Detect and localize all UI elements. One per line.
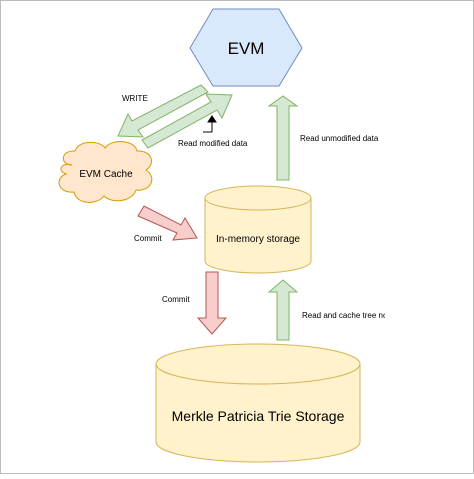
evm-label: EVM	[228, 39, 265, 58]
read-modified-connector	[203, 115, 217, 133]
commit-memory-label: Commit	[162, 295, 190, 304]
mpt-storage-top	[155, 343, 361, 385]
mpt-storage-body	[155, 364, 361, 463]
mpt-storage-node[interactable]: Merkle Patricia Trie Storage	[155, 343, 361, 463]
in-memory-storage-label: In-memory storage	[216, 234, 300, 245]
mpt-storage-label: Merkle Patricia Trie Storage	[172, 408, 345, 424]
read-modified-label: Read modified data	[178, 139, 248, 148]
commit-memory-arrow	[196, 271, 228, 335]
write-arrow	[117, 84, 209, 138]
evm-node[interactable]	[189, 8, 303, 87]
read-cache-tree-arrow	[267, 279, 299, 341]
read-unmodified-arrow	[267, 95, 299, 181]
commit-cache-arrow	[137, 205, 198, 241]
evm-cache-node[interactable]: EVM Cache	[58, 141, 153, 203]
read-modified-arrow	[141, 93, 233, 149]
write-label: WRITE	[122, 94, 148, 103]
read-unmodified-label: Read unmodified data	[300, 134, 379, 143]
evm-cache-label: EVM Cache	[79, 169, 133, 180]
read-cache-tree-label: Read and cache tree nodes	[302, 311, 400, 320]
evm-cache-shape	[58, 141, 153, 203]
in-memory-storage-top	[204, 185, 312, 211]
in-memory-storage-body	[204, 198, 312, 274]
commit-cache-label: Commit	[134, 234, 162, 243]
in-memory-storage-node[interactable]: In-memory storage	[204, 185, 312, 274]
